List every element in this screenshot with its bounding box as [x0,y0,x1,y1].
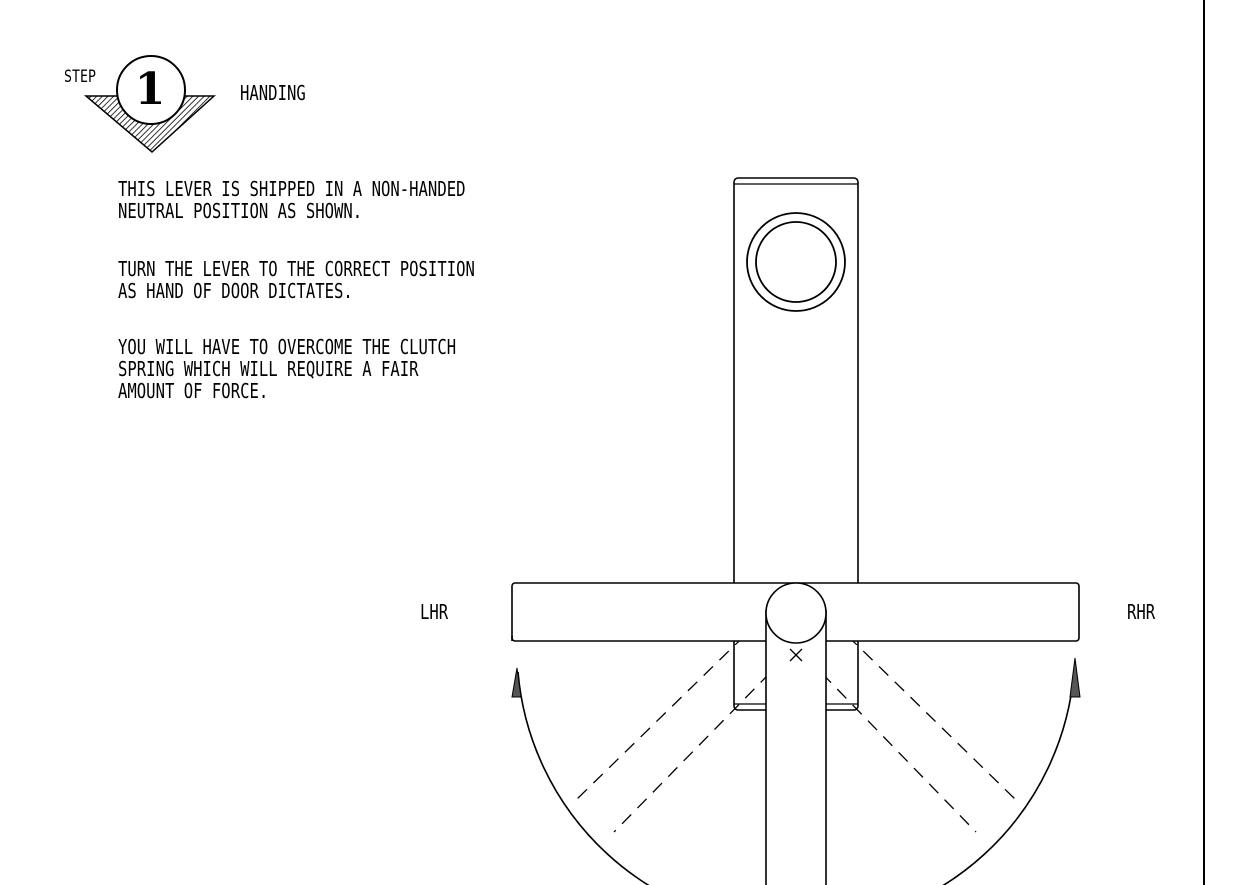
rhr-label: RHR [1127,600,1156,624]
instruction-line: SPRING WHICH WILL REQUIRE A FAIR [118,357,419,381]
instruction-line: THIS LEVER IS SHIPPED IN A NON-HANDED [118,177,466,201]
instruction-line: NEUTRAL POSITION AS SHOWN. [118,199,363,223]
lever-vertical [765,610,827,885]
instruction-paragraph-1: THIS LEVER IS SHIPPED IN A NON-HANDED NE… [118,178,466,222]
left-arrowhead-icon [511,667,522,698]
instruction-line: YOU WILL HAVE TO OVERCOME THE CLUTCH [118,335,457,359]
step-number: 1 [134,64,166,115]
step-badge [83,55,216,153]
center-mark-icon [789,648,803,662]
cylinder-icon [746,212,846,312]
right-arrowhead-icon [1069,657,1081,698]
step-title: HANDING [240,81,306,105]
step-label: STEP [64,67,96,87]
step-badge-circle [116,55,186,125]
instruction-line: TURN THE LEVER TO THE CORRECT POSITION [118,257,475,281]
lhr-label: LHR [420,600,449,624]
instruction-paragraph-2: TURN THE LEVER TO THE CORRECT POSITION A… [118,258,475,302]
instruction-line: AMOUNT OF FORCE. [118,379,269,403]
instruction-line: AS HAND OF DOOR DICTATES. [118,279,353,303]
lever-hub [765,582,827,644]
instruction-paragraph-3: YOU WILL HAVE TO OVERCOME THE CLUTCH SPR… [118,336,456,402]
rotation-arc [517,671,1075,885]
